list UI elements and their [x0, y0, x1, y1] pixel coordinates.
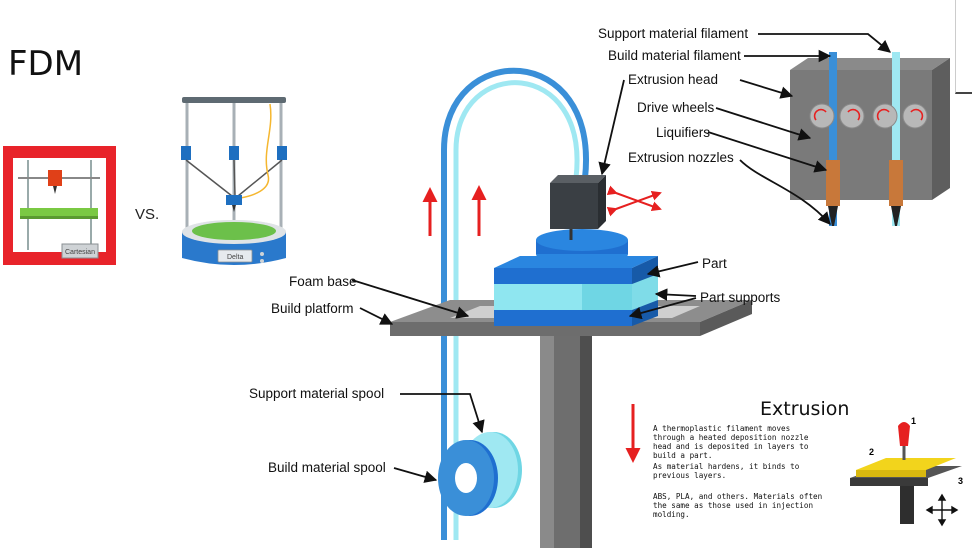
label-build-filament: Build material filament	[608, 48, 741, 63]
extrusion-title: Extrusion	[760, 398, 850, 420]
label-foam-base: Foam base	[289, 274, 357, 289]
step-3-label: 3	[958, 476, 963, 486]
label-liquifiers: Liquifiers	[656, 125, 711, 140]
step-2-label: 2	[869, 447, 874, 457]
build-column	[540, 335, 592, 548]
window-corner	[955, 0, 972, 94]
material-spools	[438, 432, 522, 516]
printed-part	[494, 229, 658, 326]
label-build-spool: Build material spool	[268, 460, 386, 475]
label-support-filament: Support material filament	[598, 26, 749, 41]
page-title: FDM	[8, 44, 84, 84]
label-support-spool: Support material spool	[249, 386, 385, 401]
label-extrusion-head: Extrusion head	[628, 72, 719, 87]
label-drive-wheels: Drive wheels	[637, 100, 715, 115]
extrusion-paragraph-3: ABS, PLA, and others. Materials often th…	[653, 492, 823, 519]
versus-label: VS.	[135, 206, 160, 223]
label-leaders	[351, 33, 891, 483]
delta-label: Delta	[227, 254, 243, 261]
filament-tubes	[441, 67, 590, 540]
nozzle-detail-inset	[790, 52, 950, 226]
extrusion-paragraph-2: As material hardens, it binds to previou…	[653, 462, 800, 480]
motion-arrows	[422, 185, 662, 463]
label-extrusion-nozzles: Extrusion nozzles	[628, 150, 734, 165]
extrusion-paragraph-1: A thermoplastic filament moves through a…	[653, 424, 809, 460]
label-build-platform: Build platform	[271, 301, 354, 316]
label-part-supports: Part supports	[700, 290, 781, 305]
cartesian-label: Cartesian	[65, 249, 95, 256]
label-part: Part	[702, 256, 727, 271]
step-1-label: 1	[911, 416, 916, 426]
cartesian-printer: Cartesian	[3, 146, 116, 265]
move-icon	[925, 493, 959, 527]
extrusion-head	[550, 175, 606, 240]
delta-printer: Delta	[181, 97, 287, 265]
extrusion-mini-diagram: 1 2 3	[850, 416, 963, 527]
xy-movement-icon	[606, 185, 662, 217]
